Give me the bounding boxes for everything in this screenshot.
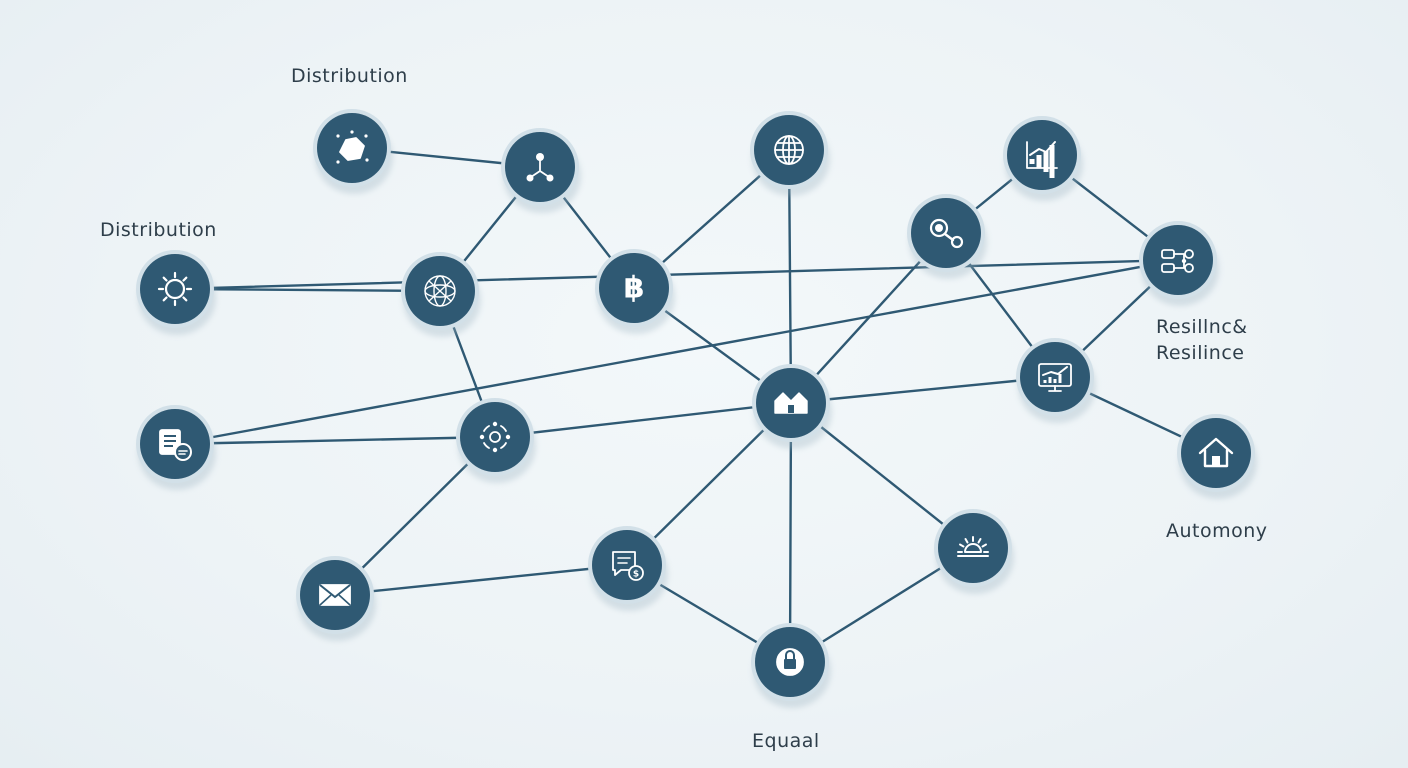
- document-chat-icon: [159, 429, 192, 461]
- label-resilience: Resillnc& Resilince: [1156, 314, 1248, 366]
- bitcoin-icon: ฿: [624, 271, 645, 306]
- node-document-chat: [136, 405, 216, 490]
- edge-n15-n16: [333, 563, 629, 597]
- node-sun-gear: [136, 250, 216, 335]
- node-message-money: $: [588, 526, 668, 611]
- houses-icon: [774, 392, 808, 414]
- globe-icon: [774, 135, 804, 165]
- edge-n10-n11: [173, 435, 497, 446]
- circuit-icon: [1161, 249, 1194, 273]
- svg-text:฿: ฿: [624, 271, 645, 306]
- node-molecule: [501, 128, 581, 213]
- molecule-icon: [526, 153, 554, 182]
- label-autonomy: Automony: [1166, 520, 1268, 542]
- monitor-chart-icon: [1038, 363, 1072, 392]
- node-wireframe-globe: [401, 252, 481, 337]
- edge-n11-n12: [493, 401, 793, 439]
- node-mail: [296, 556, 376, 641]
- node-sun: [934, 509, 1014, 594]
- node-network-map: [313, 109, 393, 194]
- label-distribution-left: Distribution: [100, 219, 217, 241]
- label-resilience-line2: Resilince: [1156, 342, 1245, 364]
- label-resilience-line1: Resillnc&: [1156, 316, 1248, 338]
- node-bitcoin: ฿: [595, 249, 675, 334]
- edge-n9-n10: [173, 258, 1180, 446]
- node-house: [1177, 414, 1257, 499]
- edge-n5-n9: [173, 258, 1180, 291]
- mail-icon: [319, 584, 351, 606]
- node-growth-chart: [1003, 116, 1083, 201]
- sun-icon: [957, 536, 989, 557]
- label-distribution-top: Distribution: [291, 65, 408, 87]
- label-equal: Equaal: [752, 730, 820, 752]
- lock-icon: [776, 648, 804, 676]
- sun-gear-icon: [157, 271, 193, 307]
- wireframe-globe-icon: [424, 275, 456, 307]
- edge-n5-n6: [173, 287, 442, 293]
- node-circuit: [1139, 221, 1219, 306]
- node-globe: [750, 111, 830, 196]
- network-map-icon: [336, 130, 369, 164]
- key-link-icon: [929, 218, 964, 249]
- edge-n12-n13: [789, 375, 1057, 405]
- node-cycle-icon: [479, 421, 511, 453]
- message-money-icon: $: [612, 551, 644, 581]
- growth-chart-icon: [1026, 141, 1058, 178]
- node-node-cycle: [456, 398, 536, 483]
- node-monitor-chart: [1016, 338, 1096, 423]
- node-key-link: [907, 194, 987, 279]
- svg-text:$: $: [633, 570, 639, 580]
- nodes-layer: ฿$: [136, 109, 1257, 708]
- node-houses: [752, 364, 832, 449]
- house-icon: [1198, 437, 1234, 468]
- node-lock: [751, 623, 831, 708]
